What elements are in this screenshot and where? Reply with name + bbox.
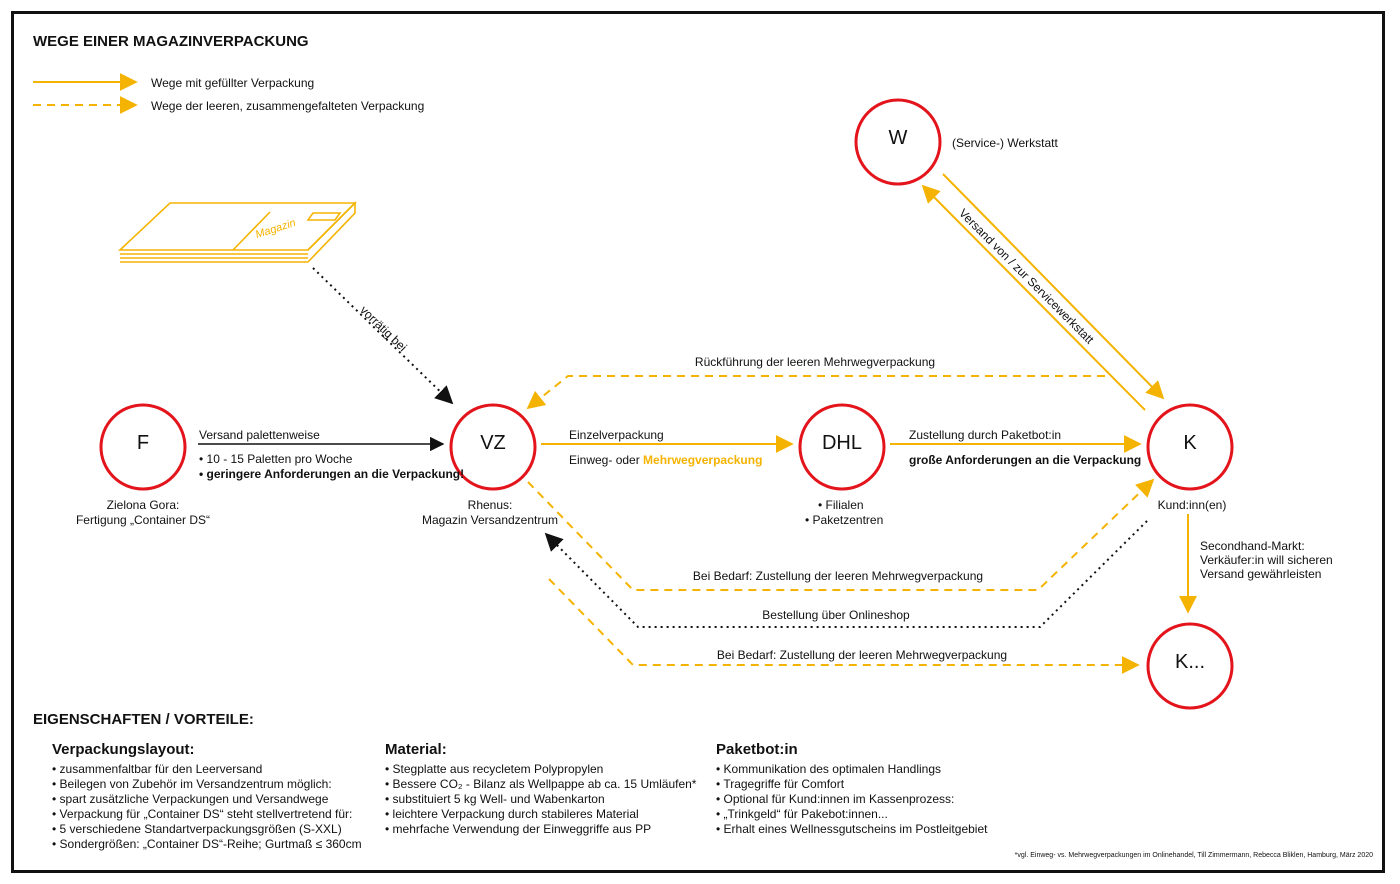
edge-label-return-empty: Rückführung der leeren Mehrwegverpackung [694, 355, 936, 369]
arrow-magazine-vz [312, 267, 454, 405]
paketbot-list: Kommunikation des optimalen Handlings Tr… [716, 762, 987, 837]
arrow-w-k [942, 173, 1165, 400]
node-w-circle [854, 98, 942, 186]
column-paketbot: Paketbot:in Kommunikation des optimalen … [716, 741, 987, 837]
node-vz-label: VZ [480, 432, 506, 454]
node-dhl-caption-1: • Filialen [818, 498, 864, 512]
list-item: substituiert 5 kg Well- und Wabenkarton [385, 792, 696, 807]
edge-label-dhl-k-top: Zustellung durch Paketbot:in [909, 428, 1062, 442]
edge-label-dhl-k-bottom: große Anforderungen an die Verpackung [909, 453, 1142, 467]
edge-label-einweg: Einweg- oder [569, 453, 644, 467]
node-vz-caption-1: Rhenus: [467, 498, 513, 512]
arrow-onlineshop [544, 520, 1148, 628]
footnote: *vgl. Einweg- vs. Mehrwegverpackungen im… [1014, 852, 1373, 859]
magazine-stack-icon [117, 201, 357, 263]
arrow-return-empty [526, 375, 1105, 410]
edge-label-k-k2-3: Versand gewährleisten [1200, 567, 1322, 581]
legend-solid-label: Wege mit gefüllter Verpackung [151, 76, 315, 90]
column-material-title: Material: [385, 741, 447, 758]
list-item: Sondergrößen: „Container DS“-Reihe; Gurt… [52, 837, 362, 852]
list-item: 5 verschiedene Standartverpackungsgrößen… [52, 822, 362, 837]
arrow-bedarf-1 [527, 478, 1155, 591]
node-k2-circle [1146, 622, 1234, 710]
list-item: Erhalt eines Wellnessgutscheins im Postl… [716, 822, 988, 837]
node-vz-circle [449, 403, 537, 491]
node-w-label: W [888, 127, 908, 149]
edge-label-f-vz-b2: • geringere Anforderungen an die Verpack… [199, 467, 465, 481]
node-k-caption: Kund:inn(en) [1157, 498, 1227, 512]
layout-list: zusammenfaltbar für den Leerversand Beil… [52, 762, 362, 852]
list-item: Optional für Kund:innen im Kassenprozess… [716, 792, 987, 807]
column-paketbot-title: Paketbot:in [716, 741, 798, 758]
edge-label-bedarf-1: Bei Bedarf: Zustellung der leeren Mehrwe… [692, 569, 984, 583]
material-list: Stegplatte aus recycletem Polypropylen B… [385, 762, 697, 837]
node-dhl-caption-2: • Paketzentren [805, 513, 884, 527]
edge-label-f-vz-title: Versand palettenweise [199, 428, 320, 442]
list-item: Verpackung für „Container DS“ steht stel… [52, 807, 362, 822]
edge-label-vz-dhl-top: Einzelverpackung [569, 428, 664, 442]
edge-label-onlineshop: Bestellung über Onlineshop [762, 608, 910, 622]
node-dhl-label: DHL [821, 432, 863, 454]
legend-dashed-label: Wege der leeren, zusammengefalteten Verp… [151, 99, 425, 113]
edge-label-k-k2-2: Verkäufer:in will sicheren [1200, 553, 1333, 567]
arrow-k-w [921, 184, 1146, 411]
node-f-circle [99, 403, 187, 491]
node-f-caption-1: Zielona Gora: [106, 498, 180, 512]
list-item: Stegplatte aus recycletem Polypropylen [385, 762, 696, 777]
list-item: mehrfache Verwendung der Einweggriffe au… [385, 822, 696, 837]
node-vz-caption-2: Magazin Versandzentrum [421, 513, 559, 527]
properties-heading: EIGENSCHAFTEN / VORTEILE: [33, 711, 254, 728]
list-item: spart zusätzliche Verpackungen und Versa… [52, 792, 362, 807]
page-title: WEGE EINER MAGAZINVERPACKUNG [33, 33, 309, 50]
list-item: leichtere Verpackung durch stabileres Ma… [385, 807, 696, 822]
edge-label-f-vz-b1: • 10 - 15 Paletten pro Woche [199, 452, 353, 466]
edge-label-mehrweg: Mehrwegverpackung [643, 453, 763, 467]
column-material: Material: Stegplatte aus recycletem Poly… [385, 741, 696, 837]
node-k-circle [1146, 403, 1234, 491]
node-k2-label: K... [1174, 651, 1206, 673]
column-verpackungslayout: Verpackungslayout: zusammenfaltbar für d… [52, 741, 362, 852]
node-k-label: K [1183, 432, 1197, 454]
list-item: „Trinkgeld“ für Pakebot:innen... [716, 807, 987, 822]
edge-label-vz-dhl-bottom: Einweg- oder Mehrwegverpackung [569, 453, 762, 468]
list-item: Kommunikation des optimalen Handlings [716, 762, 987, 777]
node-f-label: F [136, 432, 150, 454]
node-w-caption: (Service-) Werkstatt [952, 136, 1058, 150]
outer-frame [11, 11, 1385, 873]
node-dhl-circle [798, 403, 886, 491]
list-item: zusammenfaltbar für den Leerversand [52, 762, 362, 777]
list-item: Tragegriffe für Comfort [716, 777, 987, 792]
column-layout-title: Verpackungslayout: [52, 741, 195, 758]
node-f-caption-2: Fertigung „Container DS“ [75, 513, 211, 527]
list-item: Beilegen von Zubehör im Versandzentrum m… [52, 777, 362, 792]
list-item: Bessere CO₂ - Bilanz als Wellpappe ab ca… [385, 777, 697, 792]
edge-label-k-k2-1: Secondhand-Markt: [1200, 539, 1305, 553]
edge-label-bedarf-2: Bei Bedarf: Zustellung der leeren Mehrwe… [716, 648, 1008, 662]
